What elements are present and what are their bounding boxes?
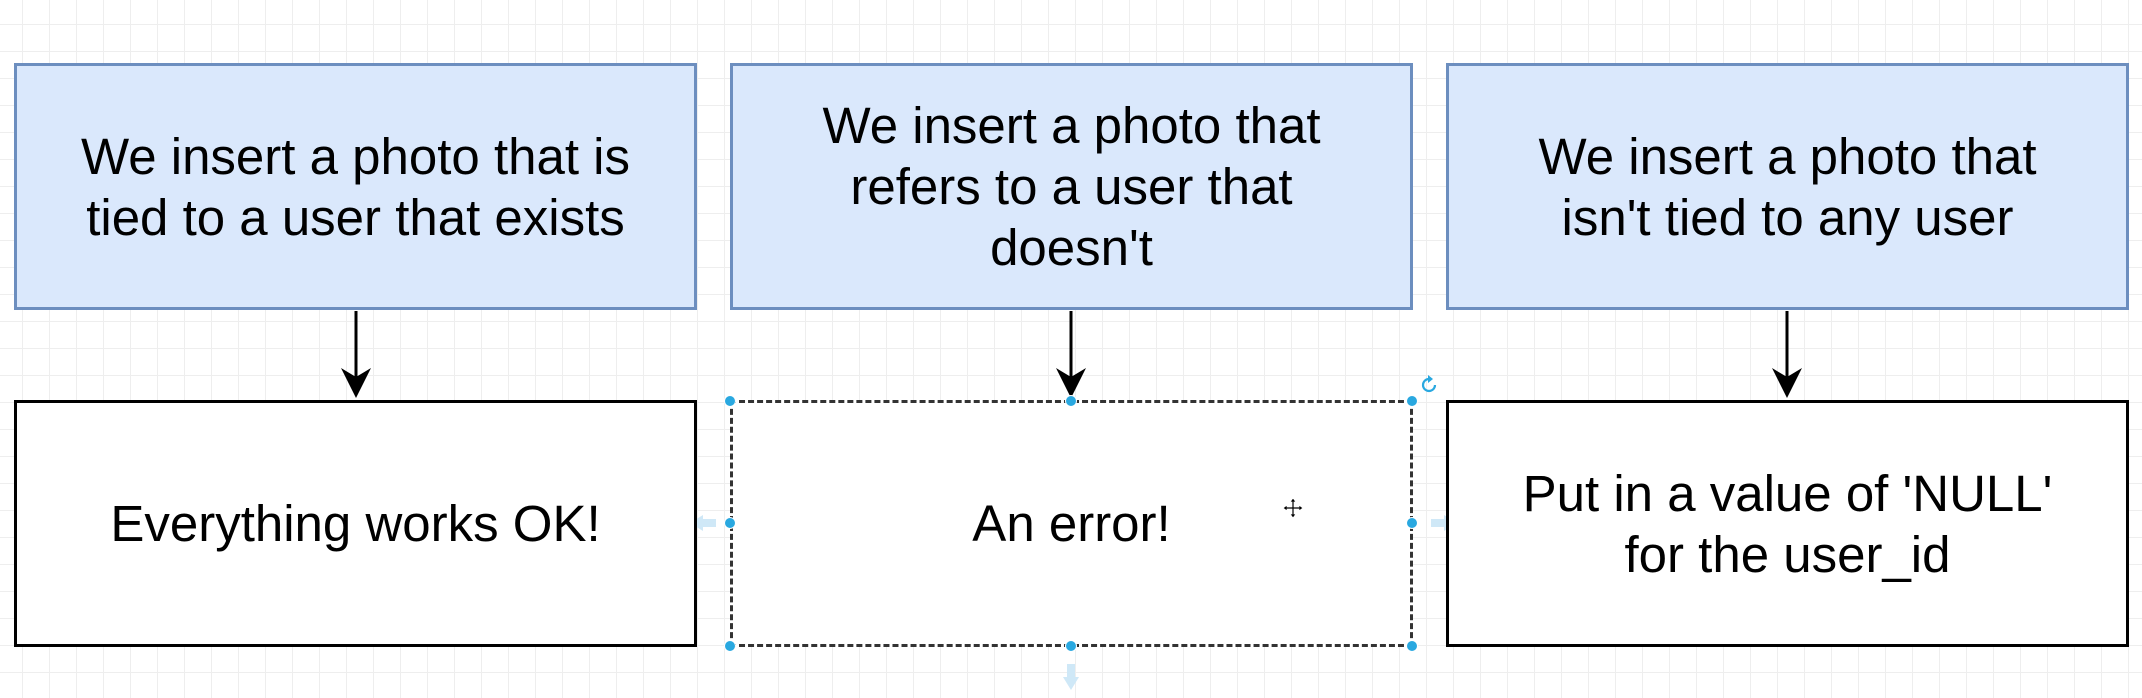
outcome-label: Put in a value of 'NULL' for the user_id (1522, 464, 2053, 583)
resize-handle-bottom[interactable] (1065, 640, 1077, 652)
resize-handle-top[interactable] (1065, 395, 1077, 407)
resize-handle-right[interactable] (1406, 517, 1418, 529)
scenario-box-no-user[interactable]: We insert a photo that isn't tied to any… (1446, 63, 2129, 310)
outcome-box-error-selected[interactable]: An error! (730, 400, 1413, 647)
scenario-label: We insert a photo that isn't tied to any… (1538, 127, 2037, 246)
scenario-label: We insert a photo that is tied to a user… (80, 127, 631, 246)
rotate-icon[interactable] (1418, 374, 1440, 396)
resize-handle-bottom-left[interactable] (724, 640, 736, 652)
move-icon (1282, 497, 1304, 519)
resize-handle-top-left[interactable] (724, 395, 736, 407)
scenario-label: We insert a photo that refers to a user … (822, 97, 1321, 276)
outcome-label: Everything works OK! (110, 495, 601, 552)
outcome-label: An error! (972, 495, 1171, 552)
outcome-box-null[interactable]: Put in a value of 'NULL' for the user_id (1446, 400, 2129, 647)
resize-handle-top-right[interactable] (1406, 395, 1418, 407)
hint-arrow-down (1063, 664, 1079, 690)
scenario-box-missing-user[interactable]: We insert a photo that refers to a user … (730, 63, 1413, 310)
resize-handle-left[interactable] (724, 517, 736, 529)
outcome-box-ok[interactable]: Everything works OK! (14, 400, 697, 647)
resize-handle-bottom-right[interactable] (1406, 640, 1418, 652)
scenario-box-existing-user[interactable]: We insert a photo that is tied to a user… (14, 63, 697, 310)
